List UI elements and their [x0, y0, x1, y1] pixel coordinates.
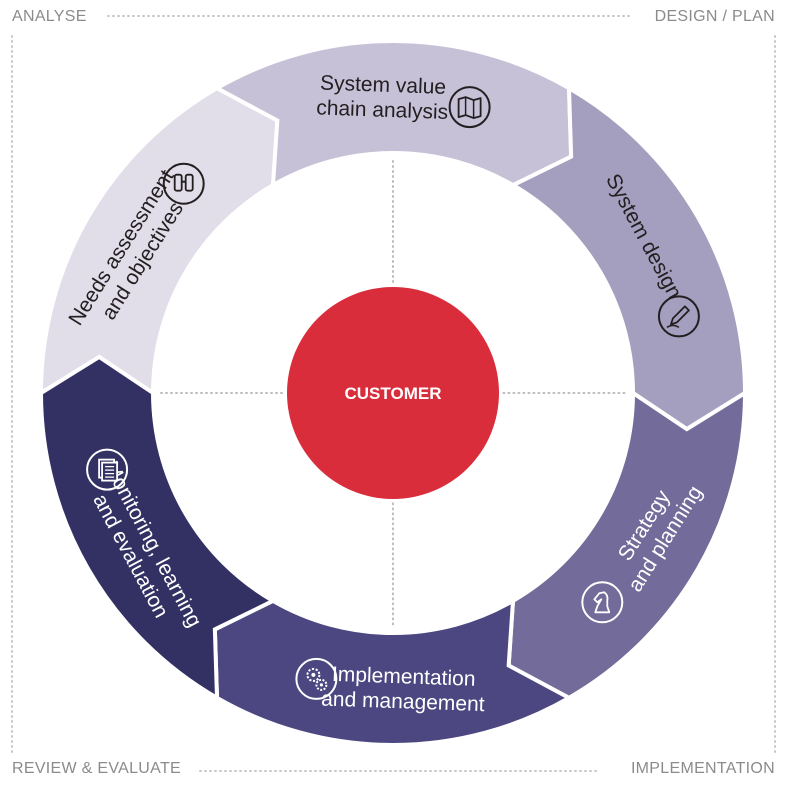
- corner-label-review-evaluate: REVIEW & EVALUATE: [12, 760, 181, 777]
- segment-strategy: Strategyand planning: [506, 389, 748, 701]
- pencil-icon: [657, 295, 700, 338]
- corner-label-analyse: ANALYSE: [12, 8, 87, 25]
- segment-label-line: Implementation: [332, 663, 476, 691]
- binoculars-icon: [162, 162, 205, 205]
- segment-label-implementation: Implementationand management: [321, 662, 486, 716]
- segment-label-line: System value: [320, 71, 447, 98]
- gears-icon: [295, 657, 338, 700]
- center-circle-group: CUSTOMER: [287, 287, 499, 499]
- chess-knight-icon: [581, 581, 624, 624]
- ring-segments: Needs assessmentand objectives System val…: [38, 39, 748, 747]
- segment-needs: Needs assessmentand objectives: [38, 85, 280, 397]
- customer-label: CUSTOMER: [345, 384, 442, 403]
- map-icon: [448, 86, 491, 129]
- dotted-frame: [11, 15, 776, 772]
- corner-label-design-plan: DESIGN / PLAN: [654, 8, 775, 25]
- documents-icon: [86, 448, 129, 491]
- corner-label-implementation: IMPLEMENTATION: [630, 760, 775, 777]
- segment-label-value: System valuechain analysis: [316, 71, 450, 124]
- quadrant-dotted-lines: [160, 160, 626, 626]
- segment-label-line: and management: [321, 687, 485, 716]
- segment-label-line: chain analysis: [316, 96, 449, 124]
- segment-shape-monitoring: [38, 354, 278, 702]
- customer-circle: [287, 287, 499, 499]
